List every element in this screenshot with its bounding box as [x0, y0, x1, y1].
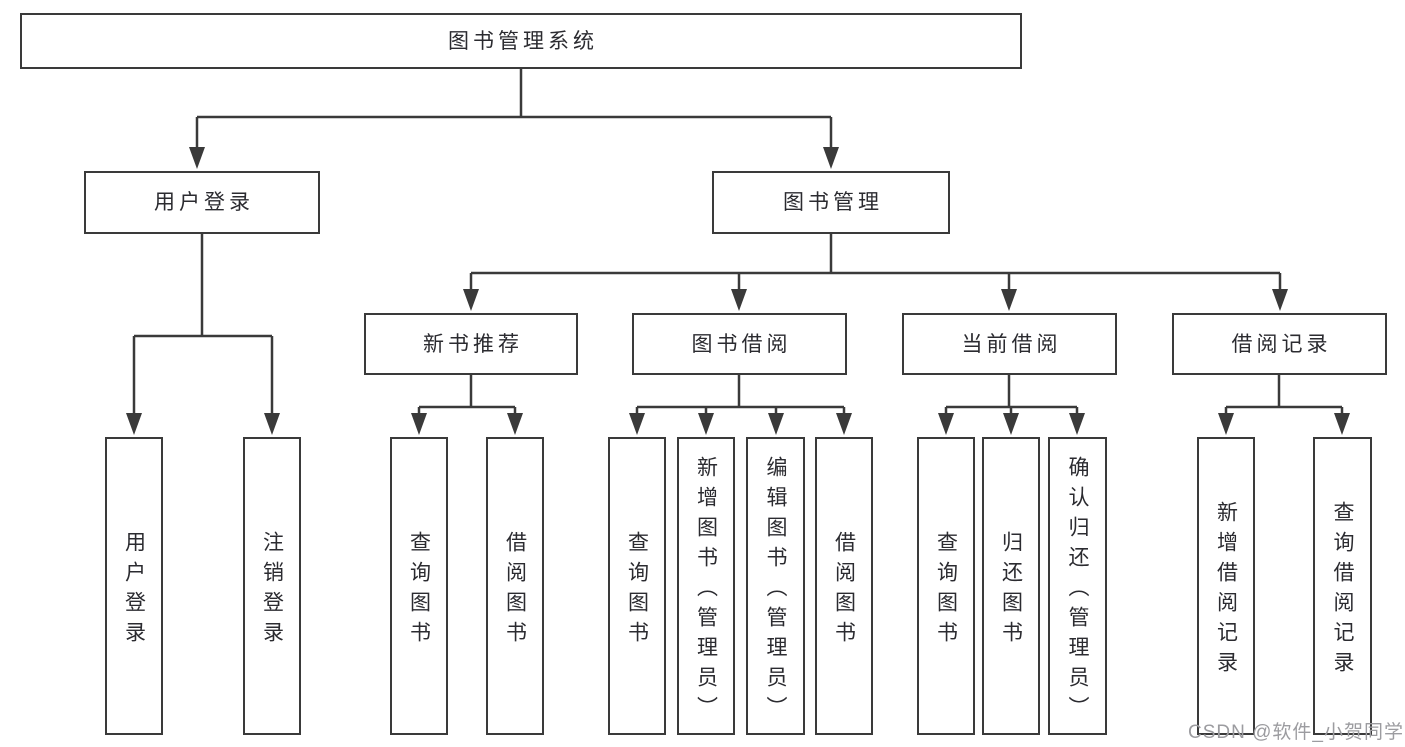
leaf-confirm-return-admin: 确认归还（管理员） [1048, 437, 1107, 735]
connector-segments [132, 69, 1344, 414]
leaf-return-book: 归还图书 [982, 437, 1040, 735]
node-library-management-system: 图书管理系统 [20, 13, 1022, 69]
node-current-borrowing: 当前借阅 [902, 313, 1117, 375]
node-borrowing-records: 借阅记录 [1172, 313, 1387, 375]
leaf-borrow-books-recommend: 借阅图书 [486, 437, 544, 735]
leaf-query-books-recommend: 查询图书 [390, 437, 448, 735]
node-book-management-branch: 图书管理 [712, 171, 950, 234]
arrowheads [126, 147, 1350, 435]
leaf-logout: 注销登录 [243, 437, 301, 735]
leaf-borrow-book: 借阅图书 [815, 437, 873, 735]
leaf-add-book-admin: 新增图书（管理员） [677, 437, 735, 735]
leaf-query-books-current: 查询图书 [917, 437, 975, 735]
node-new-book-recommendation: 新书推荐 [364, 313, 578, 375]
leaf-add-borrow-record: 新增借阅记录 [1197, 437, 1255, 735]
leaf-query-borrow-record: 查询借阅记录 [1313, 437, 1372, 735]
leaf-edit-book-admin: 编辑图书（管理员） [746, 437, 805, 735]
leaf-query-books-borrow: 查询图书 [608, 437, 666, 735]
node-book-borrowing: 图书借阅 [632, 313, 847, 375]
leaf-user-login: 用户登录 [105, 437, 163, 735]
node-user-login-branch: 用户登录 [84, 171, 320, 234]
csdn-watermark: CSDN @软件_小贺同学 [1188, 722, 1404, 743]
